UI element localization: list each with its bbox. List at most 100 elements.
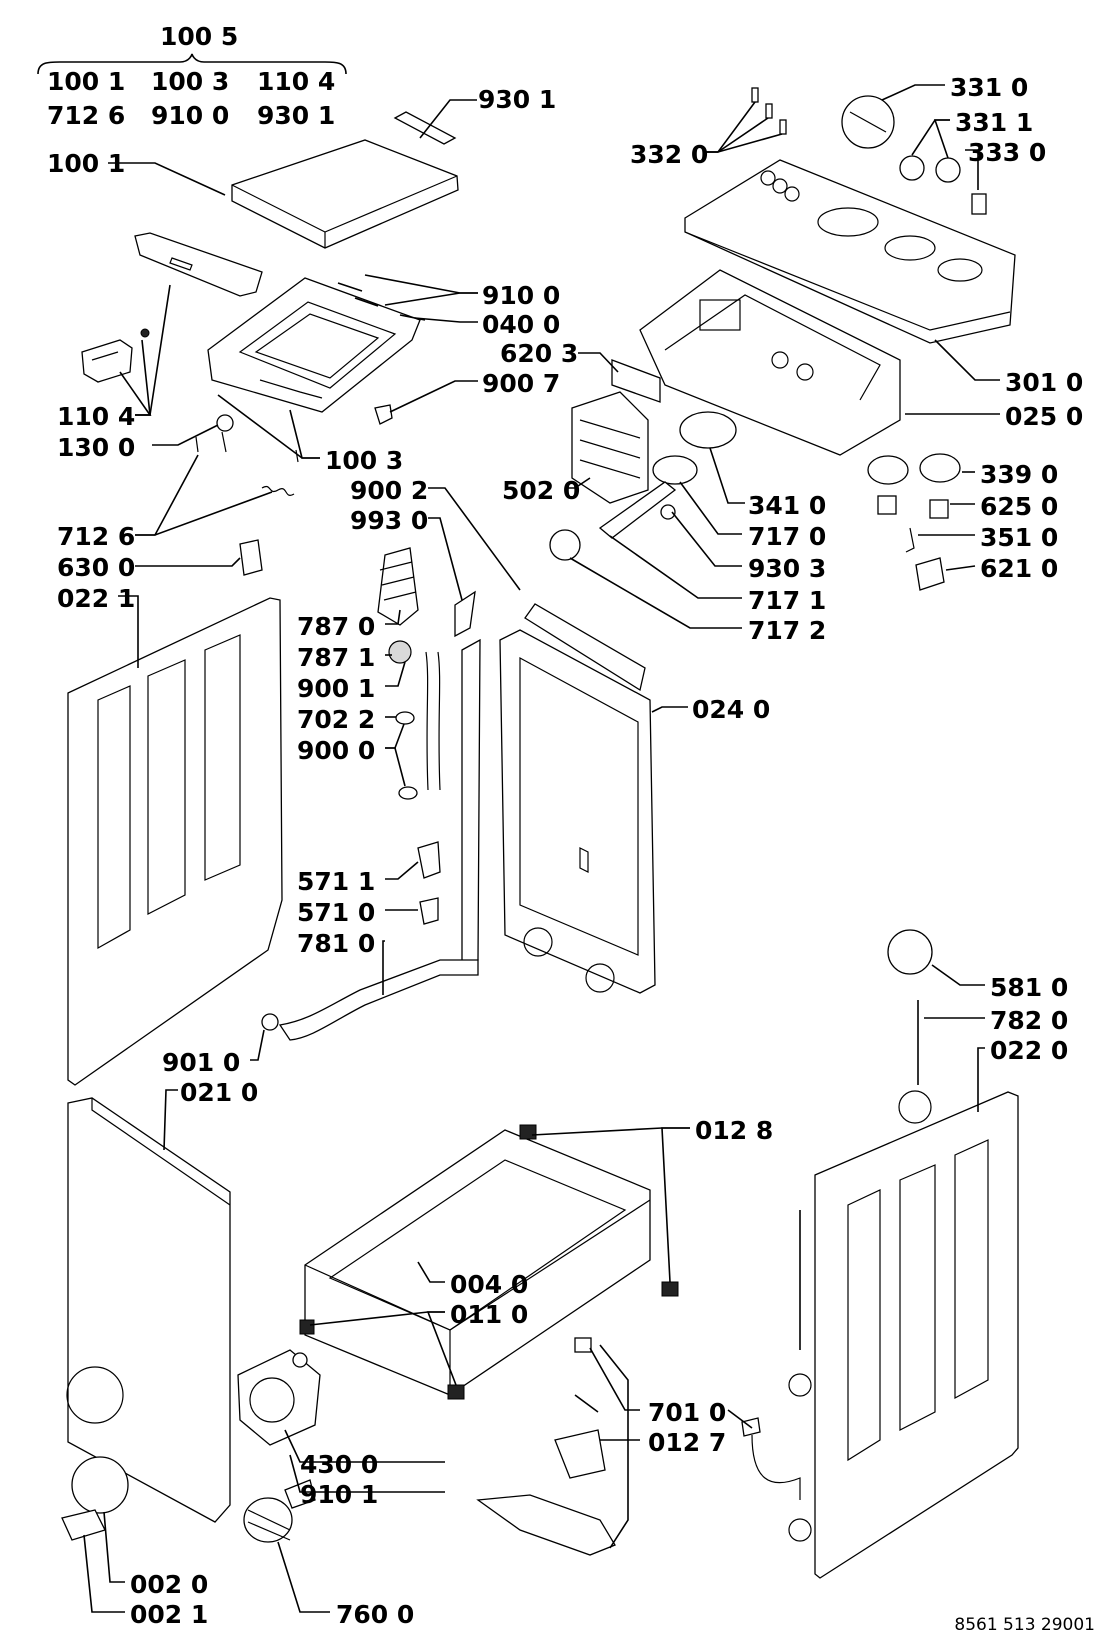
callout-9001: 900 1 [297,674,375,703]
callout-6210: 621 0 [980,554,1058,583]
clamp-part [395,711,415,725]
callout-0400: 040 0 [482,310,560,339]
callout-0240: 024 0 [692,695,770,724]
selector-part [867,455,909,485]
callout-9002: 900 2 [350,476,428,505]
pin-part [295,449,299,463]
callout-7820: 782 0 [990,1006,1068,1035]
clamp-part [398,786,418,800]
callout-6250: 625 0 [980,492,1058,521]
callout-9100: 910 0 [151,101,229,130]
callout-6203: 620 3 [500,339,578,368]
cam-part [549,529,581,561]
callout-3390: 339 0 [980,460,1058,489]
pin-part [195,436,199,453]
callout-9100: 910 0 [482,281,560,310]
pin-part [905,527,915,553]
valve-cover-part [417,841,441,879]
control-panel-part [684,159,1016,344]
top-lid-part [231,139,459,249]
callout-7870: 787 0 [297,612,375,641]
f-marker [788,1373,812,1397]
callout-7171: 717 1 [748,586,826,615]
callout-1104: 110 4 [57,402,135,431]
callout-9930: 993 0 [350,506,428,535]
lever-part [598,481,677,539]
filter-part [243,1479,316,1543]
callout-0110: 011 0 [450,1300,528,1329]
callout-3510: 351 0 [980,523,1058,552]
callout-1300: 130 0 [57,433,135,462]
callout-0021: 002 1 [130,1600,208,1629]
foot-part [661,1281,679,1297]
callout-1104: 110 4 [257,67,335,96]
callout-7022: 702 2 [297,705,375,734]
rod-part [337,282,363,292]
rod-part [354,297,379,307]
callout-0020: 002 0 [130,1570,208,1599]
screw-part [140,328,150,338]
callout-0210: 021 0 [180,1078,258,1107]
callout-7126: 712 6 [57,522,135,551]
callout-7170: 717 0 [748,522,826,551]
callout-9007: 900 7 [482,369,560,398]
callout-4300: 430 0 [300,1450,378,1479]
disc-part [679,411,737,449]
clip-part [374,404,393,425]
callout-9101: 910 1 [300,1480,378,1509]
left-side-panel-part [67,597,283,1086]
callout-1005: 100 5 [160,22,238,51]
switch-part [929,499,949,519]
switch-part [877,495,897,515]
connector-part [611,359,661,403]
callout-0127: 012 7 [648,1428,726,1457]
front-trim-part [134,232,263,297]
spring-part [660,504,676,520]
callout-1001: 100 1 [47,67,125,96]
spring-part [261,486,295,496]
valve-part [419,897,439,925]
control-module-part [639,269,901,456]
callout-7600: 760 0 [336,1600,414,1629]
callout-7871: 787 1 [297,643,375,672]
callout-3410: 341 0 [748,491,826,520]
callout-3010: 301 0 [1005,368,1083,397]
callout-0250: 025 0 [1005,402,1083,431]
pins-332-part [751,87,787,135]
callout-9010: 901 0 [162,1048,240,1077]
hinge-part [216,414,234,453]
callout-7010: 701 0 [648,1398,726,1427]
top-frame-part [207,277,421,413]
callout-9000: 900 0 [297,736,375,765]
callout-1003: 100 3 [151,67,229,96]
callout-5711: 571 1 [297,867,375,896]
electronic-block-part [571,391,649,504]
callout-0220: 022 0 [990,1036,1068,1065]
callout-5810: 581 0 [990,973,1068,1002]
base-frame-part [304,1129,651,1396]
callout-7172: 717 2 [748,616,826,645]
door-mechanism-part [476,1337,616,1556]
latch-part [81,339,133,383]
disc-part [652,455,698,485]
hose-part [751,1434,801,1500]
callout-1003: 100 3 [325,446,403,475]
leader-lines [37,53,1000,1613]
knob-parts [841,95,987,215]
foot-part [447,1384,465,1400]
bracket-part [915,557,945,591]
c-marker [898,1090,932,1124]
callout-0040: 004 0 [450,1270,528,1299]
right-side-panel-part [814,1091,1019,1579]
front-panel-part [66,1097,231,1523]
strip-930-1-part [393,111,457,145]
foot-part [519,1124,537,1140]
callout-3310: 331 0 [950,73,1028,102]
callout-7810: 781 0 [297,929,375,958]
pump-part [237,1349,321,1446]
callout-7126: 712 6 [47,101,125,130]
callout-9301: 930 1 [257,101,335,130]
callout-labels: 100 5 100 1 100 3 110 4 712 6 910 0 930 … [47,22,1095,1635]
callout-3311: 331 1 [955,108,1033,137]
